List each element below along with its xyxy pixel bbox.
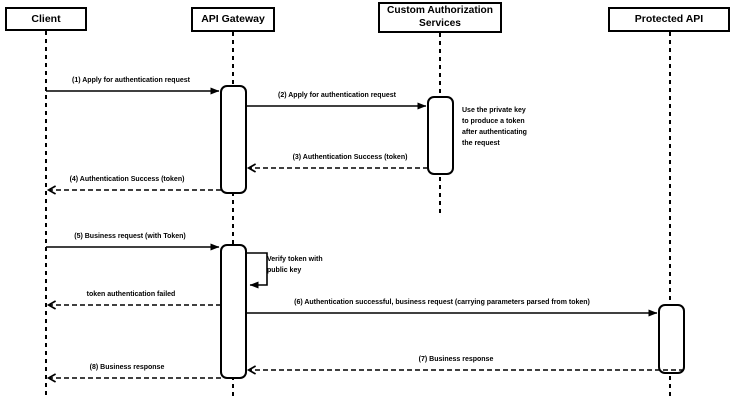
message-2-label: (2) Apply for authentication request [278, 92, 396, 99]
participant-api-gateway: API Gateway [191, 7, 275, 32]
message-6-label: (6) Authentication successful, business … [294, 299, 590, 306]
activation-custom-authorization-services [427, 96, 454, 175]
message-token-failed-label: token authentication failed [86, 291, 176, 298]
message-5-label: (5) Business request (with Token) [74, 233, 186, 240]
self-message-verify-token-arrow [246, 252, 268, 289]
note-private-key: Use the private key to produce a token a… [462, 107, 527, 147]
message-7-label: (7) Business response [418, 356, 494, 363]
activation-api-gateway-2 [220, 244, 247, 379]
self-message-verify-token-label: Verify token with public key [267, 256, 323, 274]
activation-protected-api [658, 304, 685, 374]
participant-custom-authorization-services: Custom Authorization Services [378, 2, 502, 33]
activation-api-gateway-1 [220, 85, 247, 194]
message-1-label: (1) Apply for authentication request [72, 77, 190, 84]
participant-protected-api: Protected API [608, 7, 730, 32]
message-8-label: (8) Business response [89, 364, 165, 371]
participant-client: Client [5, 7, 87, 31]
message-3-label: (3) Authentication Success (token) [292, 154, 408, 161]
message-4-label: (4) Authentication Success (token) [69, 176, 185, 183]
